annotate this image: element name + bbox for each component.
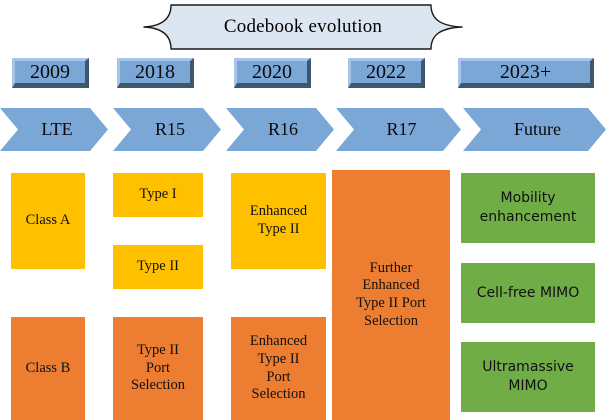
feature-box-future-2: Cell-free MIMO (461, 263, 595, 323)
feature-box-line: Enhanced (249, 203, 308, 220)
feature-box-line: Class B (25, 359, 71, 376)
feature-box-text: Cell-free MIMO (477, 284, 580, 303)
release-label-r15: R15 (154, 119, 185, 139)
release-label-r17: R17 (386, 119, 417, 139)
release-chevron-future: Future (463, 108, 606, 151)
feature-box-line: Selection (131, 377, 185, 394)
feature-box-line: Enhanced (362, 277, 420, 294)
feature-box-line: Port (145, 359, 171, 376)
chevron-shape (336, 108, 461, 151)
feature-box-r15-1: Type I (113, 173, 203, 217)
feature-box-line: Type II (136, 341, 180, 358)
feature-box-text: Class B (26, 360, 71, 378)
feature-box-lte-2: Class B (11, 317, 85, 420)
feature-box-text: Type II (137, 258, 179, 276)
feature-box-line: Further (369, 259, 413, 276)
feature-box-line: Type I (139, 186, 177, 203)
feature-box-line: Type II Port (356, 295, 426, 311)
release-label-r16: R16 (267, 119, 298, 139)
feature-box-line: MIMO (508, 378, 548, 394)
feature-box-line: Port (266, 368, 291, 385)
feature-box-future-1: Mobility enhancement (461, 173, 595, 243)
release-label-future: Future (514, 119, 561, 139)
feature-box-line: Type II (257, 350, 300, 367)
release-chevron-r17: R17 (336, 108, 461, 151)
release-chevron-r16: R16 (226, 108, 334, 151)
banner-title: Codebook evolution (223, 16, 383, 37)
feature-box-line: Selection (364, 312, 418, 329)
feature-box-text: Class A (26, 212, 71, 230)
banner-shape (143, 4, 463, 50)
chevron-shape (0, 108, 108, 151)
release-chevron-lte: LTE (0, 108, 108, 151)
chevron-shape (463, 108, 606, 151)
year-box-2020: 2020 (234, 58, 311, 88)
feature-box-lte-1: Class A (11, 173, 85, 269)
feature-box-line: Class A (25, 212, 71, 229)
feature-box-line: Type II (257, 221, 300, 237)
year-box-2018: 2018 (117, 58, 194, 88)
year-box-2023plus: 2023+ (458, 58, 594, 88)
year-box-2009: 2009 (12, 58, 89, 88)
release-chevron-r15: R15 (113, 108, 221, 151)
feature-box-text: Mobility enhancement (480, 189, 577, 227)
feature-box-r15-2: Type II (113, 245, 203, 289)
feature-box-text: Type I (139, 186, 176, 204)
feature-box-line: Mobility (500, 190, 556, 207)
banner-codebook-evolution: Codebook evolution (143, 2, 463, 52)
feature-box-line: Type II (136, 258, 180, 275)
feature-box-line: Ultramassive (482, 359, 574, 376)
feature-box-line: Selection (251, 386, 306, 403)
feature-box-line: enhancement (479, 209, 577, 225)
feature-box-line: Cell-free MIMO (476, 284, 580, 301)
year-box-2022: 2022 (348, 58, 425, 88)
release-label-lte: LTE (41, 119, 73, 139)
chevron-shape (113, 108, 221, 151)
chevron-shape (226, 108, 334, 151)
feature-box-line: Enhanced (249, 333, 308, 350)
